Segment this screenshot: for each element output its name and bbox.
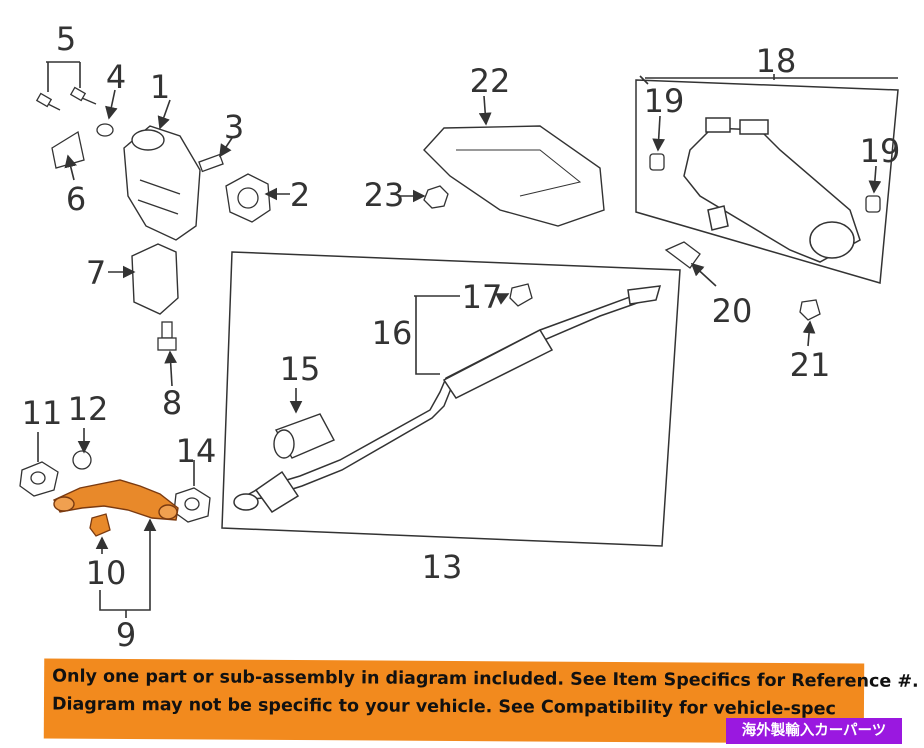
callout-18: 18 (756, 42, 797, 80)
nut-12-part (72, 450, 92, 470)
washer-part (96, 123, 114, 137)
stud-part (198, 153, 224, 173)
callout-6: 6 (66, 180, 86, 218)
exhaust-pipe-part (233, 285, 662, 514)
muffler-assembly-box (635, 79, 899, 284)
hanger-19-part (649, 153, 881, 213)
notice-line-2: Diagram may not be specific to your vehi… (51, 694, 836, 720)
callout-14: 14 (176, 432, 217, 470)
parts-diagram: 1 2 3 4 5 6 7 8 9 10 11 12 13 14 15 16 1… (19, 20, 901, 654)
callout-5: 5 (56, 20, 76, 58)
callout-3: 3 (224, 108, 244, 146)
callout-17: 17 (462, 278, 503, 316)
callout-7: 7 (86, 254, 106, 292)
callout-15: 15 (280, 350, 321, 388)
gasket-11-part (19, 461, 59, 497)
bolt-8-part (157, 321, 177, 351)
underbody-shield-part (423, 125, 605, 227)
callout-12: 12 (68, 390, 109, 428)
gasket-20-part (664, 241, 701, 269)
callout-10: 10 (86, 554, 127, 592)
callout-labels: 1 2 3 4 5 6 7 8 9 10 11 12 13 14 15 16 1… (22, 20, 901, 654)
hanger-10-highlighted-part (89, 513, 111, 537)
hanger-21-part (799, 299, 821, 321)
leader-lines (37, 61, 898, 618)
callout-1: 1 (150, 68, 170, 106)
callout-9: 9 (116, 616, 136, 654)
bracket-part (51, 130, 85, 169)
callout-21: 21 (790, 346, 831, 384)
hanger-17-part (509, 283, 533, 307)
callout-8: 8 (162, 384, 182, 422)
catalytic-converter-part (123, 125, 201, 241)
heat-shield-part (131, 243, 179, 315)
clamp-part (273, 413, 335, 459)
callout-19-right: 19 (860, 132, 901, 170)
callout-20: 20 (712, 292, 753, 330)
callout-22: 22 (470, 62, 511, 100)
nut-part (423, 185, 449, 209)
callout-16: 16 (372, 314, 413, 352)
exhaust-pipe-box (221, 251, 681, 547)
callout-13: 13 (422, 548, 463, 586)
muffler-part (683, 117, 861, 263)
front-pipe-highlighted-part (53, 479, 179, 521)
callout-19-left: 19 (644, 82, 685, 120)
gasket-part (225, 173, 271, 223)
callout-23: 23 (364, 176, 405, 214)
notice-line-1: Only one part or sub-assembly in diagram… (52, 666, 919, 692)
bolt-part (35, 86, 97, 111)
gasket-14-part (173, 487, 211, 523)
import-parts-badge: 海外製輸入カーパーツ (726, 718, 902, 744)
callout-11: 11 (22, 394, 63, 432)
callout-4: 4 (106, 58, 126, 96)
callout-2: 2 (290, 176, 310, 214)
